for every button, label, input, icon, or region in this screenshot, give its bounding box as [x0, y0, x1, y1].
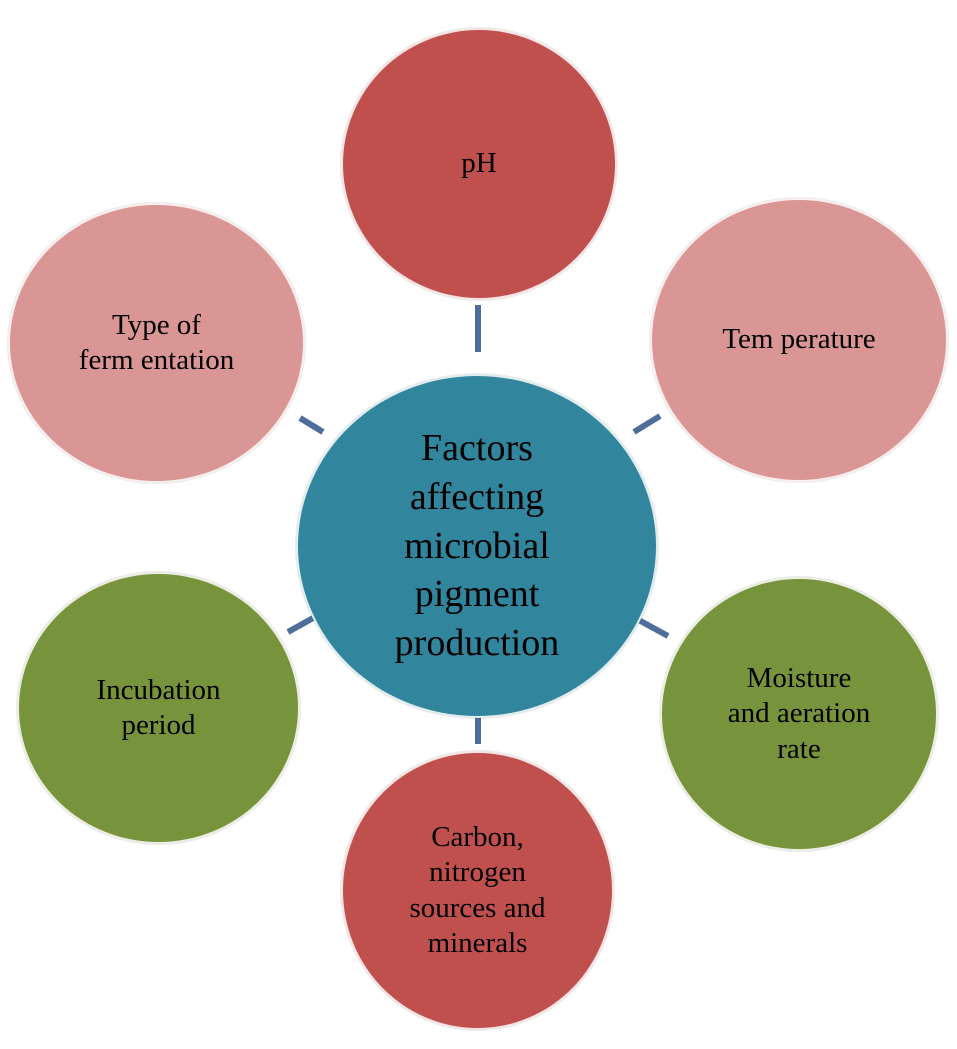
factor-moisture: Moisture and aeration rate [660, 577, 938, 851]
center-label: Factors affecting microbial pigment prod… [394, 427, 560, 664]
factor-carbon: Carbon, nitrogen sources and minerals [341, 751, 614, 1030]
factor-temperature-label: Tem perature [722, 323, 876, 356]
factor-incubation-label: Incubation period [96, 673, 221, 741]
connector-moisture [633, 615, 670, 639]
factor-ph: pH [341, 28, 617, 300]
factor-moisture-label: Moisture and aeration rate [727, 661, 871, 765]
factor-type-label: Type of ferm entation [78, 308, 235, 376]
connector-type [298, 415, 325, 435]
factor-ph-label: pH [461, 147, 497, 180]
factor-type: Type of ferm entation [8, 203, 305, 483]
factor-temperature: Tem perature [650, 198, 948, 482]
connector-temperature [632, 413, 662, 435]
factor-carbon-label: Carbon, nitrogen sources and minerals [409, 820, 546, 959]
factor-incubation: Incubation period [17, 572, 300, 844]
center-node: Factors affecting microbial pigment prod… [296, 374, 658, 718]
